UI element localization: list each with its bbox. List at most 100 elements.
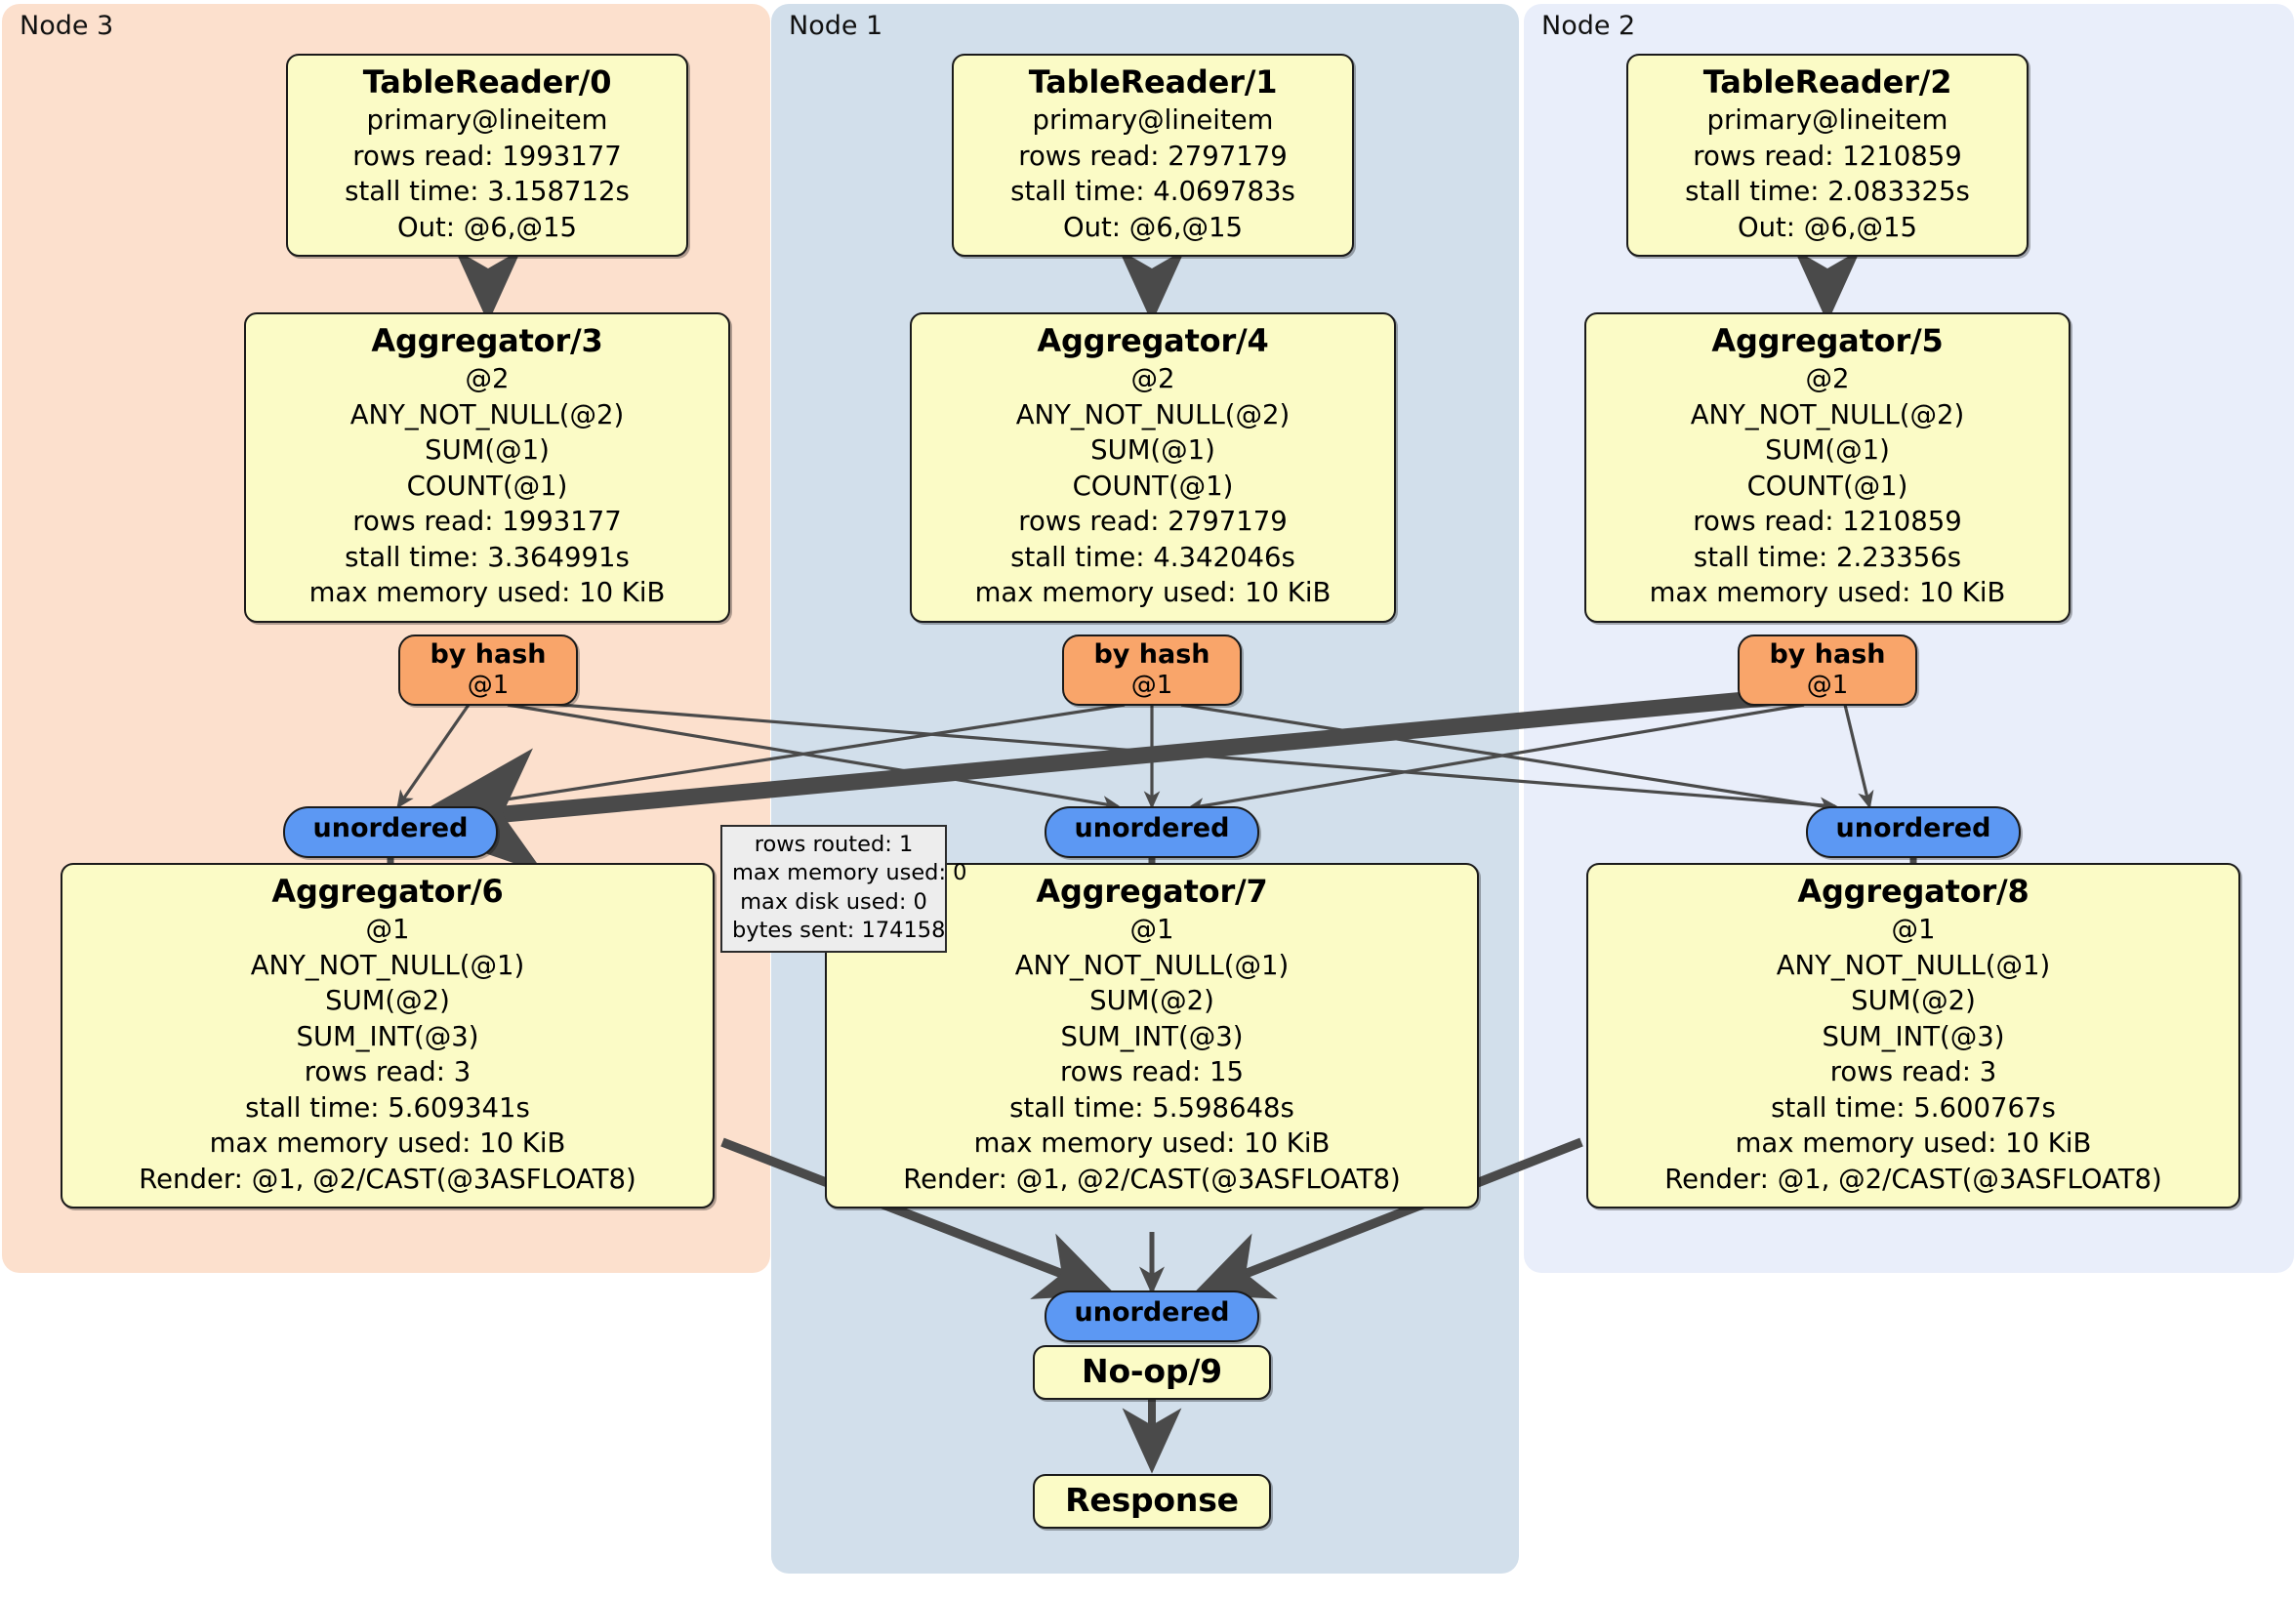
processor-detail: Out: @6,@15 xyxy=(1062,211,1244,243)
stream-stat: max disk used: 0 xyxy=(740,888,927,915)
processor-detail: stall time: 3.158712s xyxy=(345,176,630,208)
router-by-hash-5[interactable]: by hash @1 xyxy=(1738,635,1917,706)
synchronizer-label: unordered xyxy=(1074,813,1230,843)
processor-detail: stall time: 5.598648s xyxy=(1009,1091,1294,1124)
processor-detail: max memory used: 10 KiB xyxy=(308,577,666,609)
processor-title: Aggregator/4 xyxy=(1037,322,1269,359)
processor-detail: max memory used: 10 KiB xyxy=(209,1127,566,1160)
processor-detail: Render: @1, @2/CAST(@3ASFLOAT8) xyxy=(903,1163,1401,1195)
processor-detail: rows read: 1210859 xyxy=(1693,140,1962,172)
processor-title: Aggregator/5 xyxy=(1711,322,1944,359)
processor-detail: rows read: 15 xyxy=(1059,1056,1244,1088)
processor-detail: rows read: 3 xyxy=(304,1056,472,1088)
processor-detail: @2 xyxy=(1805,362,1850,394)
processor-detail: ANY_NOT_NULL(@1) xyxy=(1014,949,1290,981)
router-by-hash-4[interactable]: by hash @1 xyxy=(1062,635,1242,706)
processor-title: TableReader/1 xyxy=(1028,63,1278,101)
stream-stat: bytes sent: 174158 xyxy=(732,917,946,943)
processor-detail: SUM_INT(@3) xyxy=(1060,1020,1244,1052)
processor-response[interactable]: Response xyxy=(1033,1474,1271,1530)
router-column: @1 xyxy=(467,670,510,700)
processor-detail: stall time: 2.23356s xyxy=(1693,541,1962,573)
processor-detail: @1 xyxy=(365,913,410,945)
processor-title: Response xyxy=(1065,1481,1239,1519)
stream-stat: max memory used: 0 xyxy=(732,860,967,886)
processor-detail: rows read: 1210859 xyxy=(1693,506,1962,538)
processor-detail: SUM(@2) xyxy=(1851,985,1976,1017)
processor-detail: stall time: 4.342046s xyxy=(1010,541,1295,573)
processor-title: Aggregator/8 xyxy=(1797,873,2030,910)
processor-detail: rows read: 3 xyxy=(1829,1056,1997,1088)
processor-detail: Out: @6,@15 xyxy=(396,211,578,243)
processor-detail: SUM(@2) xyxy=(1089,985,1214,1017)
processor-title: TableReader/0 xyxy=(362,63,612,101)
processor-detail: stall time: 3.364991s xyxy=(345,541,630,573)
processor-detail: stall time: 5.609341s xyxy=(245,1091,530,1124)
synchronizer-label: unordered xyxy=(1835,813,1991,843)
processor-detail: rows read: 1993177 xyxy=(352,506,622,538)
processor-aggregator-6[interactable]: Aggregator/6 @1 ANY_NOT_NULL(@1) SUM(@2)… xyxy=(61,863,715,1209)
processor-detail: max memory used: 10 KiB xyxy=(973,1127,1331,1160)
router-by-hash-3[interactable]: by hash @1 xyxy=(398,635,578,706)
node-region-label: Node 1 xyxy=(789,11,883,41)
processor-detail: stall time: 2.083325s xyxy=(1685,176,1970,208)
processor-detail: max memory used: 10 KiB xyxy=(1735,1127,2092,1160)
processor-title: No-op/9 xyxy=(1082,1352,1222,1390)
synchronizer-label: unordered xyxy=(1074,1297,1230,1328)
stream-stat: rows routed: 1 xyxy=(754,832,914,857)
processor-detail: Out: @6,@15 xyxy=(1737,211,1918,243)
processor-detail: SUM(@1) xyxy=(1765,434,1890,467)
processor-detail: SUM_INT(@3) xyxy=(296,1020,479,1052)
processor-detail: COUNT(@1) xyxy=(406,470,568,502)
processor-title: Aggregator/3 xyxy=(371,322,603,359)
synchronizer-unordered-7[interactable]: unordered xyxy=(1045,806,1259,858)
processor-detail: @2 xyxy=(465,362,510,394)
processor-detail: ANY_NOT_NULL(@2) xyxy=(1015,398,1291,430)
processor-detail: COUNT(@1) xyxy=(1072,470,1234,502)
processor-detail: ANY_NOT_NULL(@1) xyxy=(1776,949,2051,981)
synchronizer-unordered-9[interactable]: unordered xyxy=(1045,1290,1259,1342)
processor-detail: Render: @1, @2/CAST(@3ASFLOAT8) xyxy=(139,1163,636,1195)
processor-noop-9[interactable]: No-op/9 xyxy=(1033,1345,1271,1401)
processor-detail: max memory used: 10 KiB xyxy=(974,577,1332,609)
processor-detail: ANY_NOT_NULL(@2) xyxy=(349,398,625,430)
processor-detail: max memory used: 10 KiB xyxy=(1649,577,2006,609)
processor-detail: @1 xyxy=(1129,913,1174,945)
synchronizer-label: unordered xyxy=(312,813,469,843)
processor-detail: ANY_NOT_NULL(@1) xyxy=(250,949,525,981)
processor-title: Aggregator/7 xyxy=(1036,873,1268,910)
router-label: by hash xyxy=(430,639,547,670)
processor-detail: SUM_INT(@3) xyxy=(1822,1020,2005,1052)
processor-detail: stall time: 5.600767s xyxy=(1771,1091,2056,1124)
processor-detail: primary@lineitem xyxy=(1032,103,1274,136)
processor-detail: rows read: 2797179 xyxy=(1018,140,1288,172)
processor-aggregator-4[interactable]: Aggregator/4 @2 ANY_NOT_NULL(@2) SUM(@1)… xyxy=(910,312,1396,623)
router-label: by hash xyxy=(1093,639,1210,670)
processor-detail: ANY_NOT_NULL(@2) xyxy=(1690,398,1965,430)
processor-detail: COUNT(@1) xyxy=(1746,470,1908,502)
processor-tablereader-1[interactable]: TableReader/1 primary@lineitem rows read… xyxy=(952,54,1354,258)
synchronizer-unordered-6[interactable]: unordered xyxy=(283,806,498,858)
processor-aggregator-8[interactable]: Aggregator/8 @1 ANY_NOT_NULL(@1) SUM(@2)… xyxy=(1586,863,2240,1209)
router-column: @1 xyxy=(1130,670,1173,700)
processor-detail: SUM(@2) xyxy=(325,985,450,1017)
processor-detail: primary@lineitem xyxy=(366,103,608,136)
router-label: by hash xyxy=(1769,639,1886,670)
router-column: @1 xyxy=(1806,670,1849,700)
processor-tablereader-0[interactable]: TableReader/0 primary@lineitem rows read… xyxy=(286,54,688,258)
processor-detail: SUM(@1) xyxy=(1090,434,1215,467)
node-region-label: Node 3 xyxy=(20,11,114,41)
processor-detail: rows read: 1993177 xyxy=(352,140,622,172)
processor-detail: rows read: 2797179 xyxy=(1018,506,1288,538)
processor-aggregator-3[interactable]: Aggregator/3 @2 ANY_NOT_NULL(@2) SUM(@1)… xyxy=(244,312,730,623)
processor-detail: SUM(@1) xyxy=(425,434,550,467)
processor-tablereader-2[interactable]: TableReader/2 primary@lineitem rows read… xyxy=(1626,54,2029,258)
processor-aggregator-5[interactable]: Aggregator/5 @2 ANY_NOT_NULL(@2) SUM(@1)… xyxy=(1584,312,2070,623)
synchronizer-unordered-8[interactable]: unordered xyxy=(1806,806,2021,858)
processor-detail: primary@lineitem xyxy=(1706,103,1948,136)
processor-detail: Render: @1, @2/CAST(@3ASFLOAT8) xyxy=(1664,1163,2162,1195)
processor-title: Aggregator/6 xyxy=(271,873,504,910)
processor-detail: @1 xyxy=(1891,913,1936,945)
stream-stats-tooltip: rows routed: 1 max memory used: 0 max di… xyxy=(720,825,967,953)
